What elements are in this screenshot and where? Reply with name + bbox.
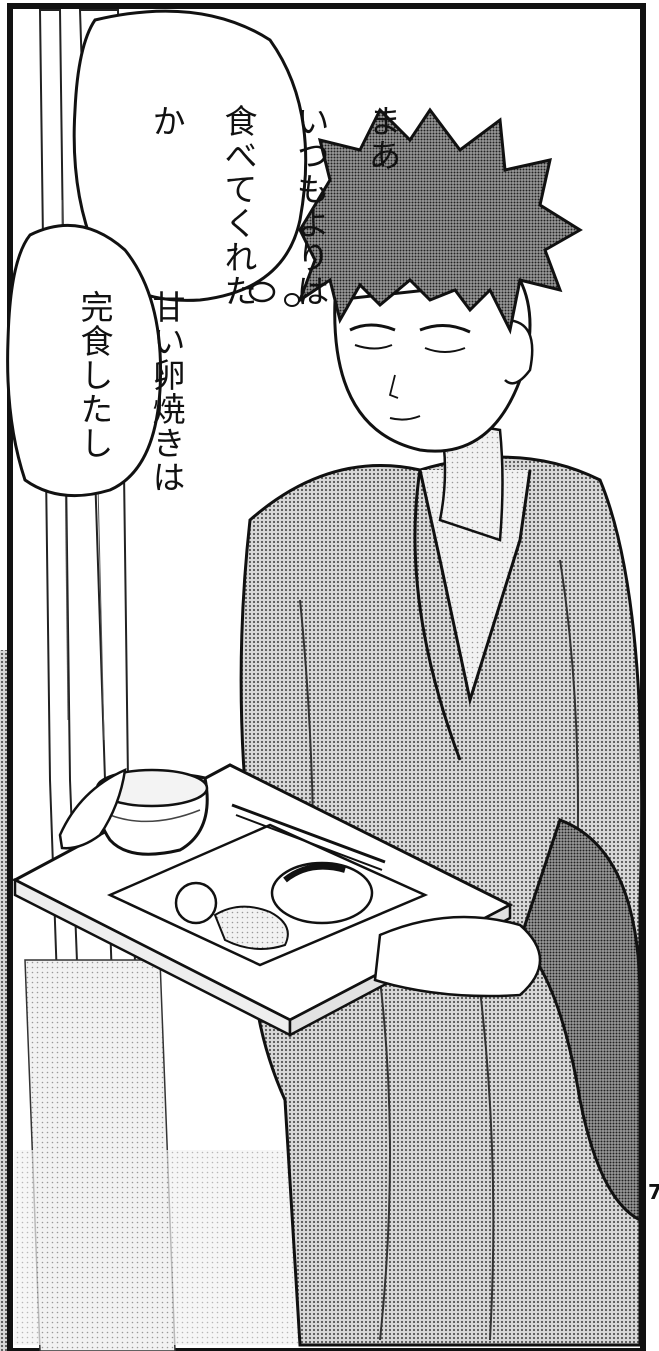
bubble2-line-1: 甘い卵焼きは (147, 289, 186, 494)
speech-bubble-1-text: まあ いつもよりは 食べてくれた か (112, 58, 436, 308)
bubble1-line-3: 食べてくれた (219, 103, 258, 308)
bubble2-line-2: 完食したし (75, 289, 114, 460)
bubble1-line-1: まあ (363, 103, 402, 172)
character-head (296, 107, 583, 542)
speech-bubble-2-text: 甘い卵焼きは 完食したし (40, 244, 220, 494)
speech-bubble-1 (72, 9, 308, 307)
page-number: 7 (648, 1180, 659, 1204)
speech-bubble-2 (6, 223, 163, 498)
food-tray (11, 763, 542, 1038)
bubble1-line-4: か (147, 103, 186, 138)
bubble1-line-2: いつもよりは (291, 103, 330, 308)
